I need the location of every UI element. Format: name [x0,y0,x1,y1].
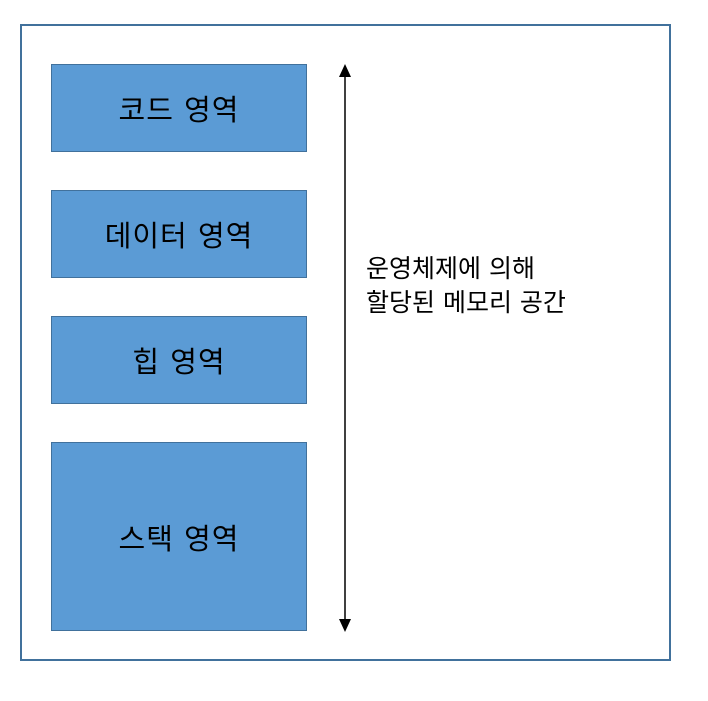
stack-segment-box: 스택 영역 [51,442,307,631]
heap-segment-label: 힙 영역 [132,345,226,379]
data-segment-box: 데이터 영역 [51,190,307,278]
data-segment-label: 데이터 영역 [104,219,254,253]
code-segment-label: 코드 영역 [118,93,240,127]
span-double-arrow [339,64,351,632]
code-segment-box: 코드 영역 [51,64,307,152]
caption-line-2: 할당된 메모리 공간 [366,288,566,317]
arrow-head-up [339,64,351,77]
arrow-head-down [339,619,351,632]
heap-segment-box: 힙 영역 [51,316,307,404]
stack-segment-label: 스택 영역 [118,521,240,556]
os-allocated-memory-caption: 운영체제에 의해 할당된 메모리 공간 [366,252,566,320]
caption-line-1: 운영체제에 의해 [366,254,535,283]
